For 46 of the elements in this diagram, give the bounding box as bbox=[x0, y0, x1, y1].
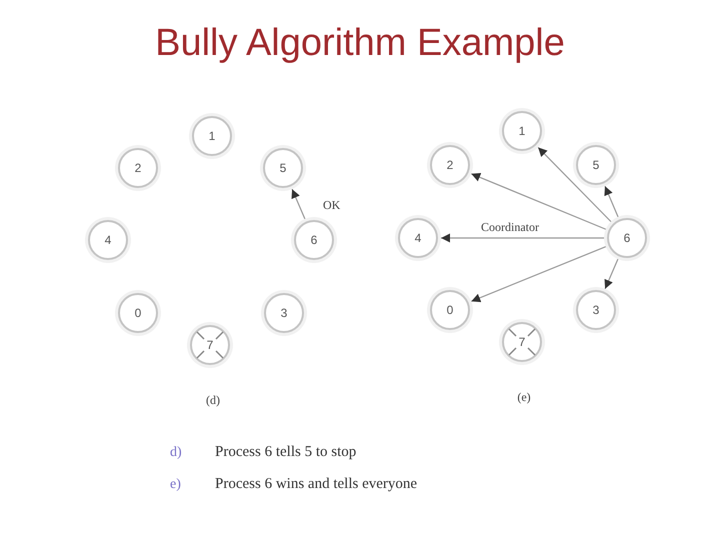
process-number: 2 bbox=[446, 158, 454, 172]
process-circle bbox=[576, 145, 616, 185]
process-number: 0 bbox=[446, 303, 454, 317]
process-number: 6 bbox=[310, 233, 318, 247]
arrow bbox=[604, 186, 620, 219]
process-number: 4 bbox=[104, 233, 112, 247]
process-number: 7 bbox=[206, 338, 214, 352]
process-number: 3 bbox=[280, 306, 288, 320]
edge-label: OK bbox=[322, 199, 342, 212]
process-circle bbox=[192, 116, 232, 156]
process-circle bbox=[430, 290, 470, 330]
process-number: 1 bbox=[518, 124, 526, 138]
slide-title: Bully Algorithm Example bbox=[155, 22, 565, 64]
process-circle bbox=[576, 290, 616, 330]
arrow bbox=[471, 245, 608, 302]
process-number: 3 bbox=[592, 303, 600, 317]
list-marker: d) bbox=[170, 444, 182, 461]
figure-caption: (d) bbox=[206, 393, 220, 408]
list-item: Process 6 tells 5 to stop bbox=[215, 443, 356, 461]
process-number: 0 bbox=[134, 306, 142, 320]
process-circle bbox=[294, 220, 334, 260]
process-circle bbox=[430, 145, 470, 185]
process-circle bbox=[502, 111, 542, 151]
process-circle bbox=[607, 218, 647, 258]
arrow bbox=[292, 188, 306, 221]
process-number: 5 bbox=[592, 158, 600, 172]
arrow bbox=[604, 257, 620, 290]
process-circle bbox=[118, 148, 158, 188]
process-circle bbox=[264, 293, 304, 333]
process-circle bbox=[398, 218, 438, 258]
arrow bbox=[471, 173, 608, 231]
process-number: 4 bbox=[414, 231, 422, 245]
list-item: Process 6 wins and tells everyone bbox=[215, 475, 418, 493]
process-number: 5 bbox=[280, 161, 286, 175]
arrow bbox=[441, 234, 606, 242]
edge-label: Coordinator bbox=[480, 221, 540, 234]
list-marker: e) bbox=[170, 476, 181, 493]
process-circle bbox=[263, 148, 303, 188]
process-circle bbox=[88, 220, 128, 260]
process-number: 6 bbox=[624, 231, 630, 245]
figure-caption: (e) bbox=[517, 390, 531, 405]
process-number: 7 bbox=[518, 335, 526, 349]
process-number: 2 bbox=[134, 161, 142, 175]
process-circle bbox=[118, 293, 158, 333]
process-number: 1 bbox=[208, 129, 216, 143]
arrow bbox=[538, 147, 613, 224]
